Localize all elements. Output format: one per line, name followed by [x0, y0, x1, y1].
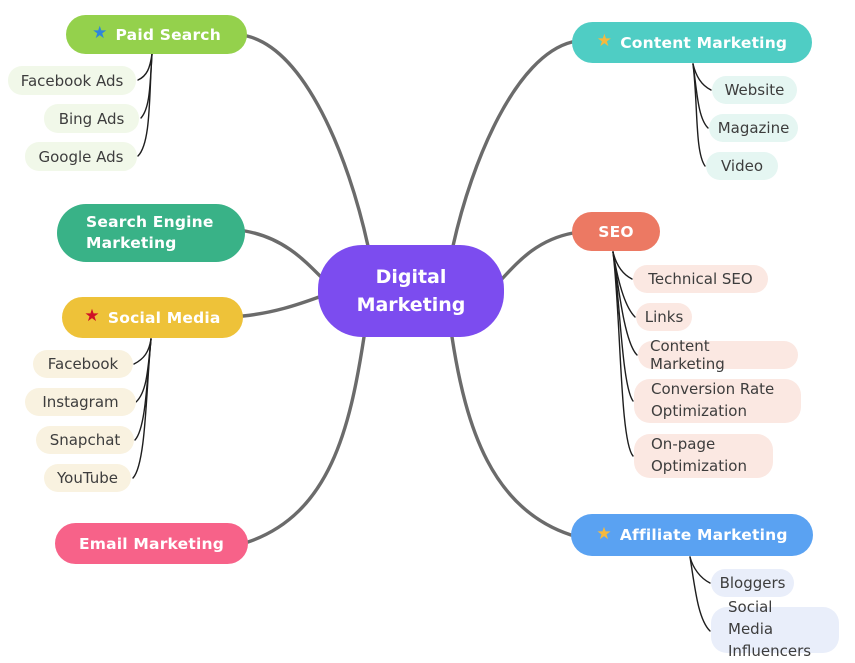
sub-link-youtube [132, 338, 152, 479]
subtopic-social-media-influencers[interactable]: Social Media Influencers [711, 598, 839, 660]
subtopic-bloggers[interactable]: Bloggers [711, 569, 794, 597]
subtopic-label: Bloggers [719, 574, 786, 592]
star-icon: ★ [92, 23, 108, 43]
topic-label: SEO [598, 222, 634, 241]
topic-seo[interactable]: SEO [572, 212, 660, 251]
topic-label: Social Media [107, 308, 221, 327]
topic-affiliate-marketing[interactable]: ★ Affiliate Marketing [571, 514, 813, 556]
subtopic-label: YouTube [57, 469, 118, 487]
subtopic-label: Bing Ads [58, 109, 125, 128]
branch-link-social-media [241, 295, 321, 318]
branch-link-seo [498, 231, 575, 283]
main-branch-links [241, 34, 575, 544]
subtopic-label: Magazine [717, 119, 790, 137]
subtopic-label: Snapchat [49, 431, 121, 449]
subtopic-google-ads[interactable]: Google Ads [25, 142, 137, 171]
subtopic-on-page-optimization[interactable]: On-page Optimization [634, 434, 773, 478]
subtopic-label: Links [644, 308, 684, 326]
topic-email-marketing[interactable]: Email Marketing [55, 523, 248, 564]
subtopic-links[interactable]: Links [636, 303, 692, 331]
sub-link-conversion-rate-optimization [612, 251, 634, 402]
branch-link-affiliate-marketing [450, 335, 573, 537]
sub-link-google-ads [137, 53, 153, 157]
subtopic-label: Website [724, 81, 785, 99]
subtopic-label: Technical SEO [648, 270, 753, 288]
subtopic-content-marketing[interactable]: Content Marketing [638, 337, 798, 373]
topic-search-engine-marketing[interactable]: Search Engine Marketing [57, 204, 245, 262]
subtopic-magazine[interactable]: Magazine [709, 114, 798, 142]
subtopic-youtube[interactable]: YouTube [44, 464, 131, 492]
subtopic-label: Google Ads [38, 147, 124, 166]
subtopic-website[interactable]: Website [712, 76, 797, 104]
subtopic-snapchat[interactable]: Snapchat [36, 426, 134, 454]
subtopic-label: Facebook [47, 355, 119, 373]
subtopic-label: Video [720, 157, 764, 175]
subtopic-label: On-page Optimization [651, 435, 747, 475]
topic-label: Content Marketing [620, 33, 788, 52]
topic-label: Paid Search [115, 25, 221, 44]
central-topic-label: Digital Marketing [356, 265, 466, 317]
subtopic-label: Conversion Rate Optimization [651, 380, 775, 420]
sub-link-video [692, 63, 706, 167]
topic-content-marketing[interactable]: ★ Content Marketing [572, 22, 812, 63]
subtopic-facebook[interactable]: Facebook [33, 350, 133, 378]
subtopic-label: Social Media Influencers [728, 598, 812, 660]
subtopic-label: Content Marketing [650, 337, 725, 373]
branch-link-email-marketing [246, 335, 366, 544]
subtopic-bing-ads[interactable]: Bing Ads [44, 104, 139, 133]
branch-link-paid-search [245, 34, 370, 248]
sub-link-facebook-ads [137, 53, 153, 81]
central-topic-digital-marketing[interactable]: Digital Marketing [318, 245, 504, 337]
topic-social-media[interactable]: ★ Social Media [62, 297, 243, 338]
sub-link-on-page-optimization [612, 251, 634, 457]
star-icon: ★ [596, 523, 612, 544]
subtopic-facebook-ads[interactable]: Facebook Ads [8, 66, 136, 95]
star-icon: ★ [596, 31, 613, 51]
branch-link-search-engine-marketing [243, 229, 327, 283]
topic-label: Search Engine Marketing [86, 213, 214, 252]
subtopic-technical-seo[interactable]: Technical SEO [633, 265, 768, 293]
subtopic-conversion-rate-optimization[interactable]: Conversion Rate Optimization [634, 379, 801, 423]
sub-link-social-media-influencers [689, 556, 711, 632]
topic-paid-search[interactable]: ★ Paid Search [66, 15, 247, 54]
topic-label: Affiliate Marketing [619, 526, 788, 544]
subtopic-label: Facebook Ads [20, 71, 124, 90]
branch-link-content-marketing [451, 40, 574, 248]
subtopic-video[interactable]: Video [706, 152, 778, 180]
subtopic-instagram[interactable]: Instagram [25, 388, 136, 416]
sub-branch-links [132, 53, 712, 632]
star-icon: ★ [84, 306, 100, 326]
topic-label: Email Marketing [78, 534, 224, 553]
subtopic-label: Instagram [42, 393, 119, 411]
